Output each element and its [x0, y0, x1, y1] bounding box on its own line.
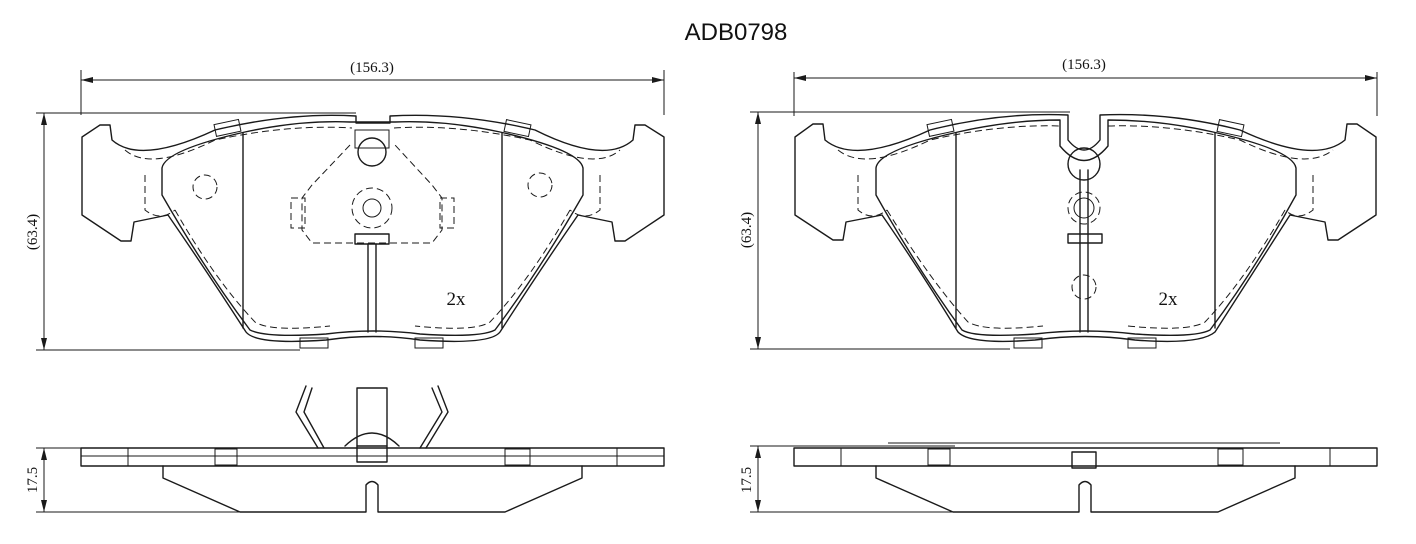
- right-backing-plate: [794, 113, 1377, 343]
- left-spring-clip: [301, 144, 443, 244]
- left-pad-side-view: 17.5: [25, 385, 665, 513]
- left-side-friction: [162, 465, 583, 513]
- right-pad-front-view: (156.3) (63.4) 2x: [739, 57, 1378, 350]
- right-width-label: (156.3): [1062, 57, 1106, 73]
- left-thickness-label: 17.5: [25, 467, 41, 493]
- right-quantity-label: 2x: [1159, 289, 1179, 310]
- left-pad-front-view: (156.3) (63.4): [25, 60, 665, 351]
- left-locator-hole-a: [192, 174, 218, 200]
- left-width-label: (156.3): [350, 60, 394, 76]
- left-quantity-label: 2x: [447, 289, 467, 310]
- right-side-backing: [793, 447, 1378, 467]
- right-hidden-outline: [837, 125, 1334, 329]
- right-thickness-label: 17.5: [739, 467, 755, 493]
- left-side-backing: [80, 447, 665, 467]
- left-width-dimension: (156.3): [80, 60, 665, 115]
- right-pad-side-view: 17.5: [739, 442, 1378, 513]
- left-side-clip: [295, 385, 449, 449]
- left-height-dimension: (63.4): [25, 112, 356, 351]
- left-friction-pad: [161, 121, 584, 337]
- left-backing-plate: [81, 114, 665, 343]
- right-side-friction: [875, 465, 1296, 513]
- right-height-label: (63.4): [739, 212, 755, 248]
- part-number-title: ADB0798: [685, 19, 788, 46]
- right-height-dimension: (63.4): [739, 111, 1070, 350]
- left-height-label: (63.4): [25, 214, 41, 250]
- left-hidden-outline: [124, 126, 621, 329]
- left-locator-hole-b: [527, 172, 553, 198]
- right-friction-pad: [875, 119, 1297, 337]
- right-width-dimension: (156.3): [793, 57, 1378, 116]
